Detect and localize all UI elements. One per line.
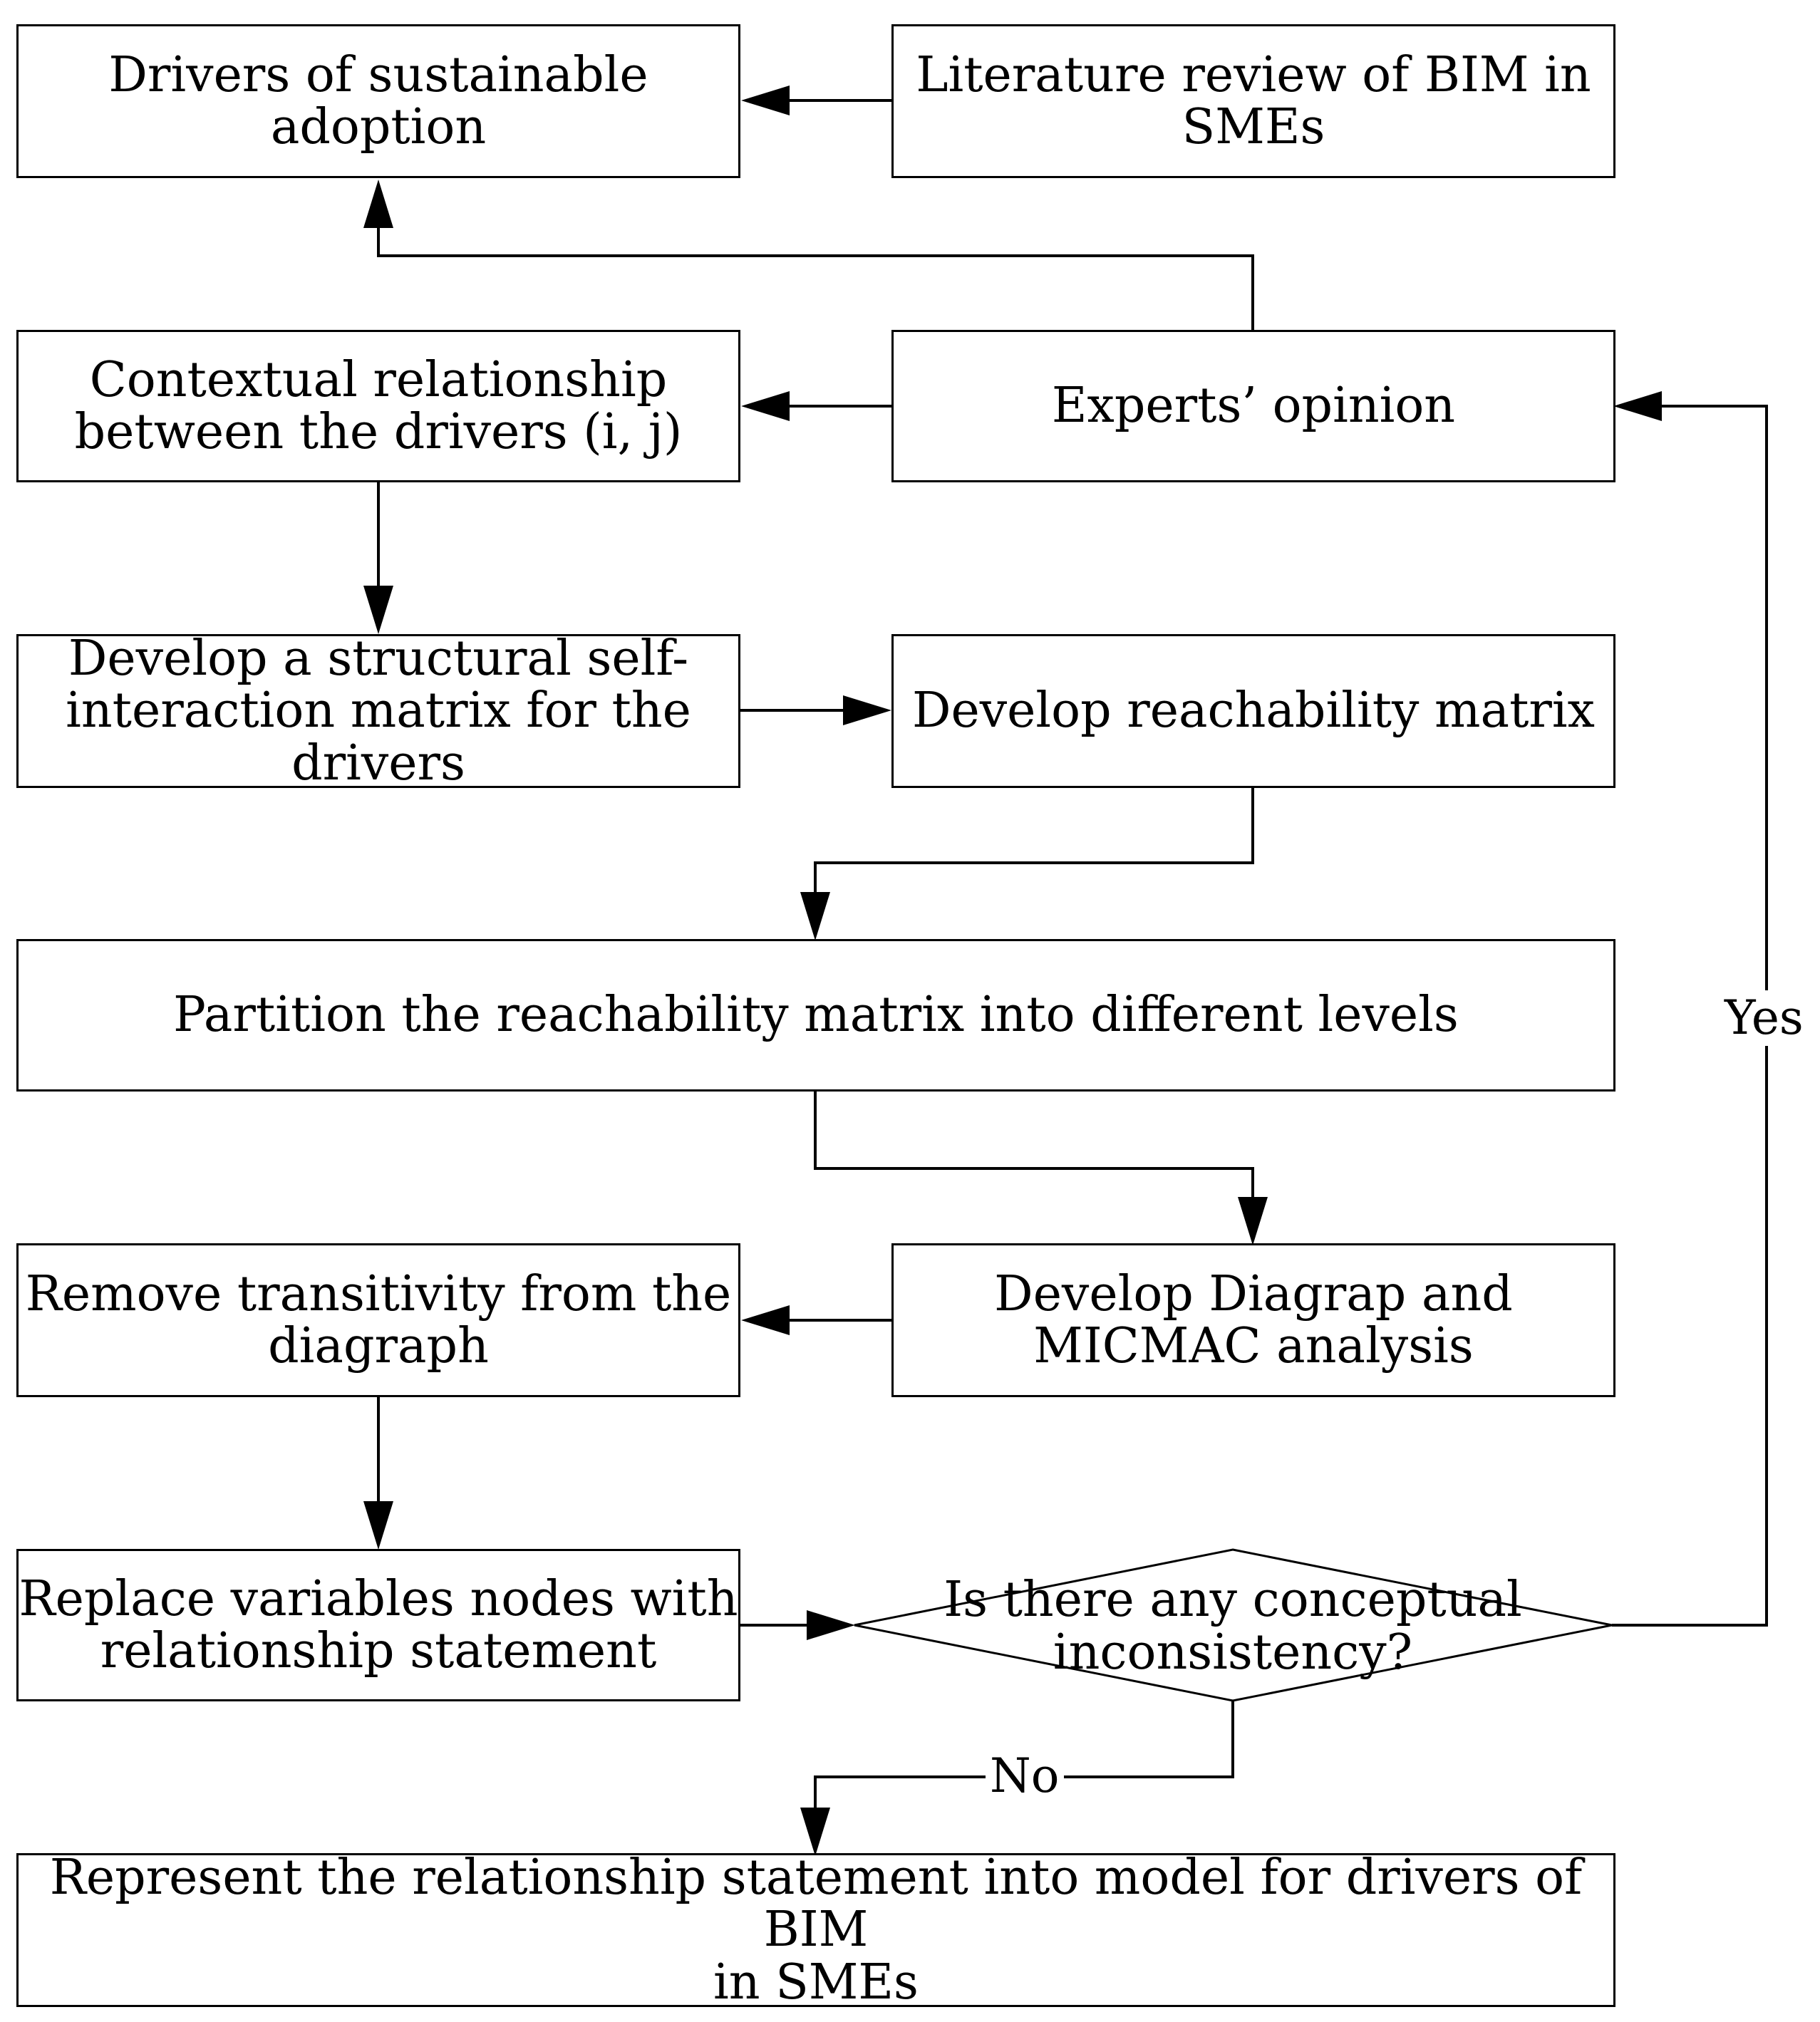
node-represent: Represent the relationship statement int… (16, 1849, 1615, 2011)
node-partition: Partition the reachability matrix into d… (16, 939, 1615, 1092)
node-contextual-text: Contextual relationship between the driv… (74, 351, 683, 460)
node-remove-text: Remove transitivity from the diagraph (25, 1265, 732, 1374)
node-literature-text: Literature review of BIM in SMEs (916, 46, 1591, 155)
node-experts-text: Experts’ opinion (1051, 378, 1456, 435)
edge-experts-to-drivers (377, 227, 1254, 331)
decision-diamond (854, 1548, 1613, 1702)
node-decision-text: Is there any conceptual inconsistency? (943, 1572, 1522, 1681)
node-decision: Is there any conceptual inconsistency? (898, 1560, 1568, 1692)
edge-partition-to-diagraph (814, 1092, 1254, 1208)
node-drivers-text: Drivers of sustainable adoption (108, 46, 648, 155)
node-drivers: Drivers of sustainable adoption (16, 24, 740, 178)
arrowhead-diagraph (1238, 1197, 1268, 1245)
arrowhead-experts (1613, 391, 1662, 421)
edge-label-no: No (986, 1753, 1064, 1800)
node-experts: Experts’ opinion (891, 330, 1615, 482)
node-literature: Literature review of BIM in SMEs (891, 24, 1615, 178)
node-reachability: Develop reachability matrix (891, 634, 1615, 788)
arrowhead-drivers-bottom (363, 180, 393, 228)
arrowhead-contextual (741, 391, 790, 421)
arrowhead-remove (741, 1305, 790, 1335)
arrowhead-drivers (741, 85, 790, 115)
arrowhead-decision (807, 1610, 855, 1640)
node-ssim: Develop a structural self- interaction m… (16, 630, 740, 792)
node-represent-text: Represent the relationship statement int… (49, 1849, 1583, 2011)
node-partition-text: Partition the reachability matrix into d… (173, 987, 1459, 1044)
node-diagraph: Develop Diagrap and MICMAC analysis (891, 1243, 1615, 1397)
arrowhead-ssim (363, 586, 393, 634)
arrowhead-represent (800, 1808, 830, 1856)
node-ssim-text: Develop a structural self- interaction m… (66, 630, 691, 792)
node-replace: Replace variables nodes with relationshi… (16, 1549, 740, 1701)
node-reachability-text: Develop reachability matrix (911, 683, 1596, 740)
arrowhead-partition (800, 892, 830, 940)
arrowhead-reachability (843, 695, 891, 725)
node-diagraph-text: Develop Diagrap and MICMAC analysis (994, 1265, 1513, 1374)
node-replace-text: Replace variables nodes with relationshi… (19, 1570, 738, 1679)
arrowhead-replace (363, 1501, 393, 1550)
node-remove: Remove transitivity from the diagraph (16, 1243, 740, 1397)
edge-reachability-to-partition (814, 787, 1254, 901)
edge-label-yes: Yes (1725, 990, 1804, 1046)
node-contextual: Contextual relationship between the driv… (16, 330, 740, 482)
